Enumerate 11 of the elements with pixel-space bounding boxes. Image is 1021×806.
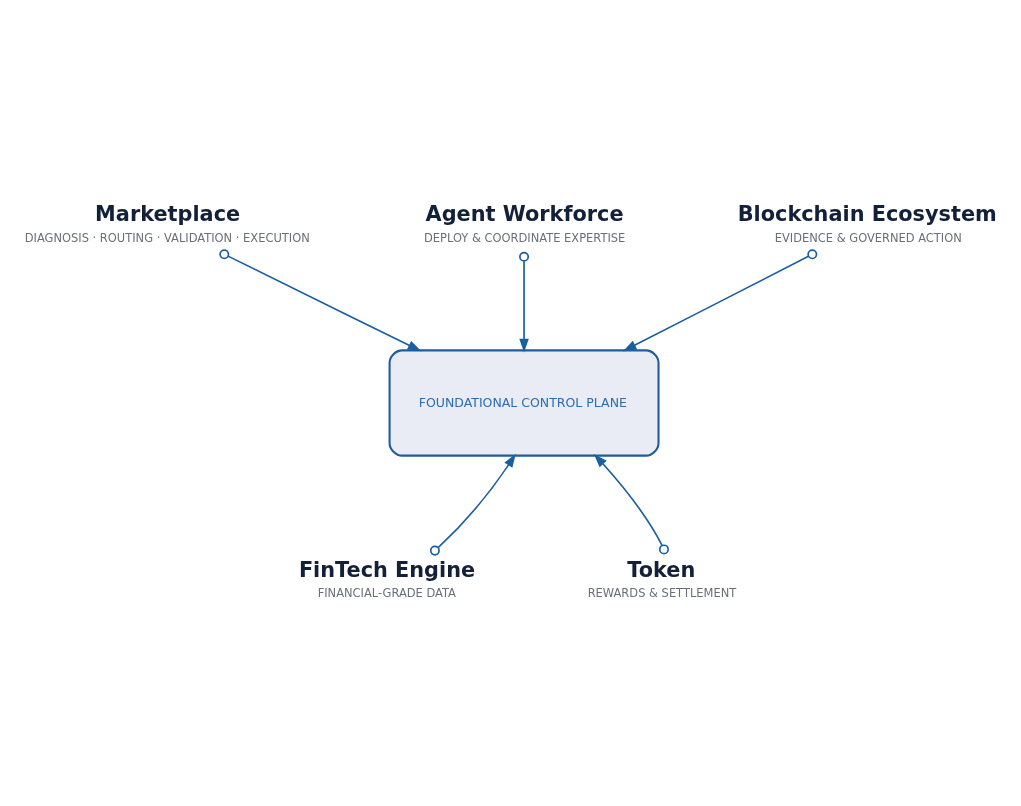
arrow bbox=[593, 453, 669, 555]
arrow bbox=[519, 251, 530, 353]
node-text: Blockchain Ecosystem EVIDENCE & GOVERNED ACTION bbox=[737, 202, 997, 245]
arrow bbox=[429, 453, 516, 556]
arrow bbox=[622, 249, 818, 352]
arrow bbox=[219, 249, 422, 352]
node-text: Marketplace DIAGNOSIS · ROUTING · VALIDATION · EXECUTION bbox=[24, 202, 310, 245]
node-box: FOUNDATIONAL CONTROL PLANE bbox=[388, 349, 660, 457]
node-text: Agent Workforce DEPLOY & COORDINATE EXPERTISE bbox=[423, 202, 626, 245]
node-text: FinTech Engine FINANCIAL-GRADE DATA bbox=[298, 557, 476, 601]
node-text: Token REWARDS & SETTLEMENT bbox=[587, 557, 737, 601]
